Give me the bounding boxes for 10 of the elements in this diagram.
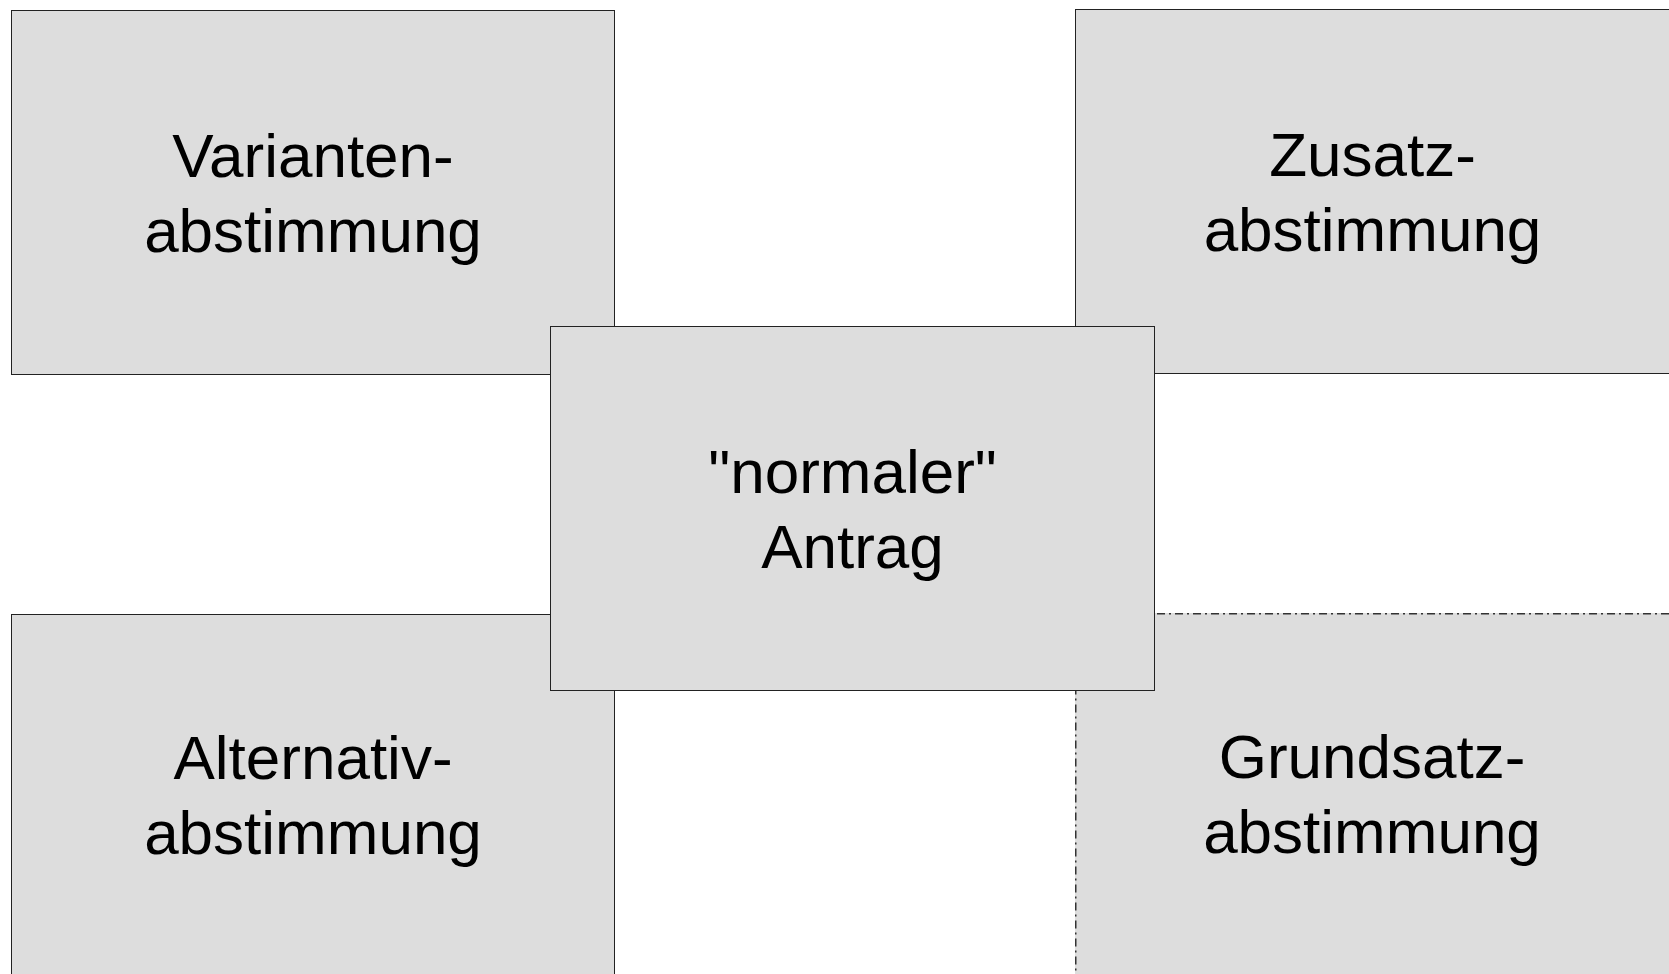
process-box — [11, 10, 615, 375]
process-box — [550, 326, 1155, 691]
box-label: Alternativ- abstimmung — [143, 721, 483, 869]
box-label: Varianten- abstimmung — [143, 119, 483, 267]
box-label: "normaler" Antrag — [707, 435, 998, 583]
box-label: Zusatz- abstimmung — [1202, 118, 1543, 266]
process-box — [1075, 9, 1669, 374]
process-box — [11, 614, 615, 974]
process-box — [1075, 613, 1669, 974]
box-label: Grundsatz- abstimmung — [1202, 720, 1542, 868]
